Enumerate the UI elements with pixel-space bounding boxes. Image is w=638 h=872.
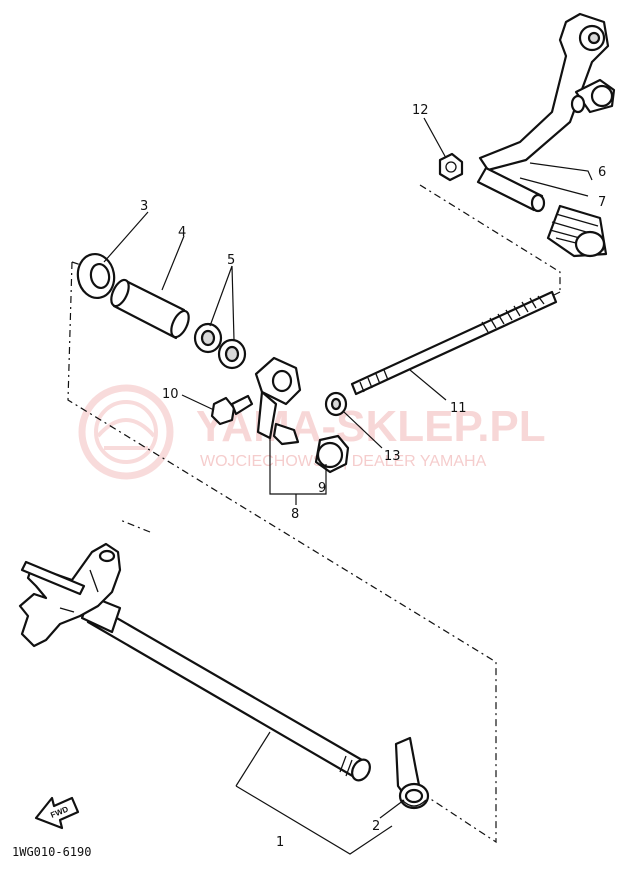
- callout-11: 11: [450, 401, 467, 416]
- leader-lines: [103, 117, 593, 855]
- washer: [324, 391, 348, 417]
- callout-3: 3: [140, 199, 148, 214]
- watermark: YAMA-SKLEP.PL WOJCIECHOWSKI | DEALER YAM…: [78, 384, 546, 480]
- watermark-brand: YAMA-SKLEP.PL: [196, 402, 546, 451]
- pedal-rubber: [546, 204, 608, 258]
- bolt: [210, 394, 254, 426]
- callout-8: 8: [291, 507, 299, 522]
- shift-arm-clamp: [254, 356, 350, 474]
- callout-5: 5: [227, 253, 235, 268]
- callout-2: 2: [372, 819, 380, 834]
- shift-lever-spring: [394, 736, 430, 810]
- bearings: [193, 322, 247, 370]
- shift-pedal: [438, 12, 616, 213]
- shaft-sleeve: [110, 278, 190, 340]
- shift-shaft: [18, 542, 371, 782]
- oil-seal: [76, 253, 116, 299]
- callout-1: 1: [276, 835, 284, 850]
- callout-13: 13: [384, 449, 401, 464]
- watermark-logo: [78, 384, 174, 480]
- callout-10: 10: [162, 387, 179, 402]
- callout-4: 4: [178, 225, 186, 240]
- callout-9: 9: [318, 481, 326, 496]
- threaded-rod: [350, 290, 558, 396]
- callout-12: 12: [412, 103, 429, 118]
- callout-labels: 3 4 5 12 6 7 10 11 13 9 8 1 2: [140, 103, 606, 850]
- diagram-code: 1WG010-6190: [12, 845, 91, 859]
- callout-7: 7: [598, 195, 606, 210]
- forward-arrow-icon: FWD: [34, 796, 80, 830]
- callout-6: 6: [598, 165, 606, 180]
